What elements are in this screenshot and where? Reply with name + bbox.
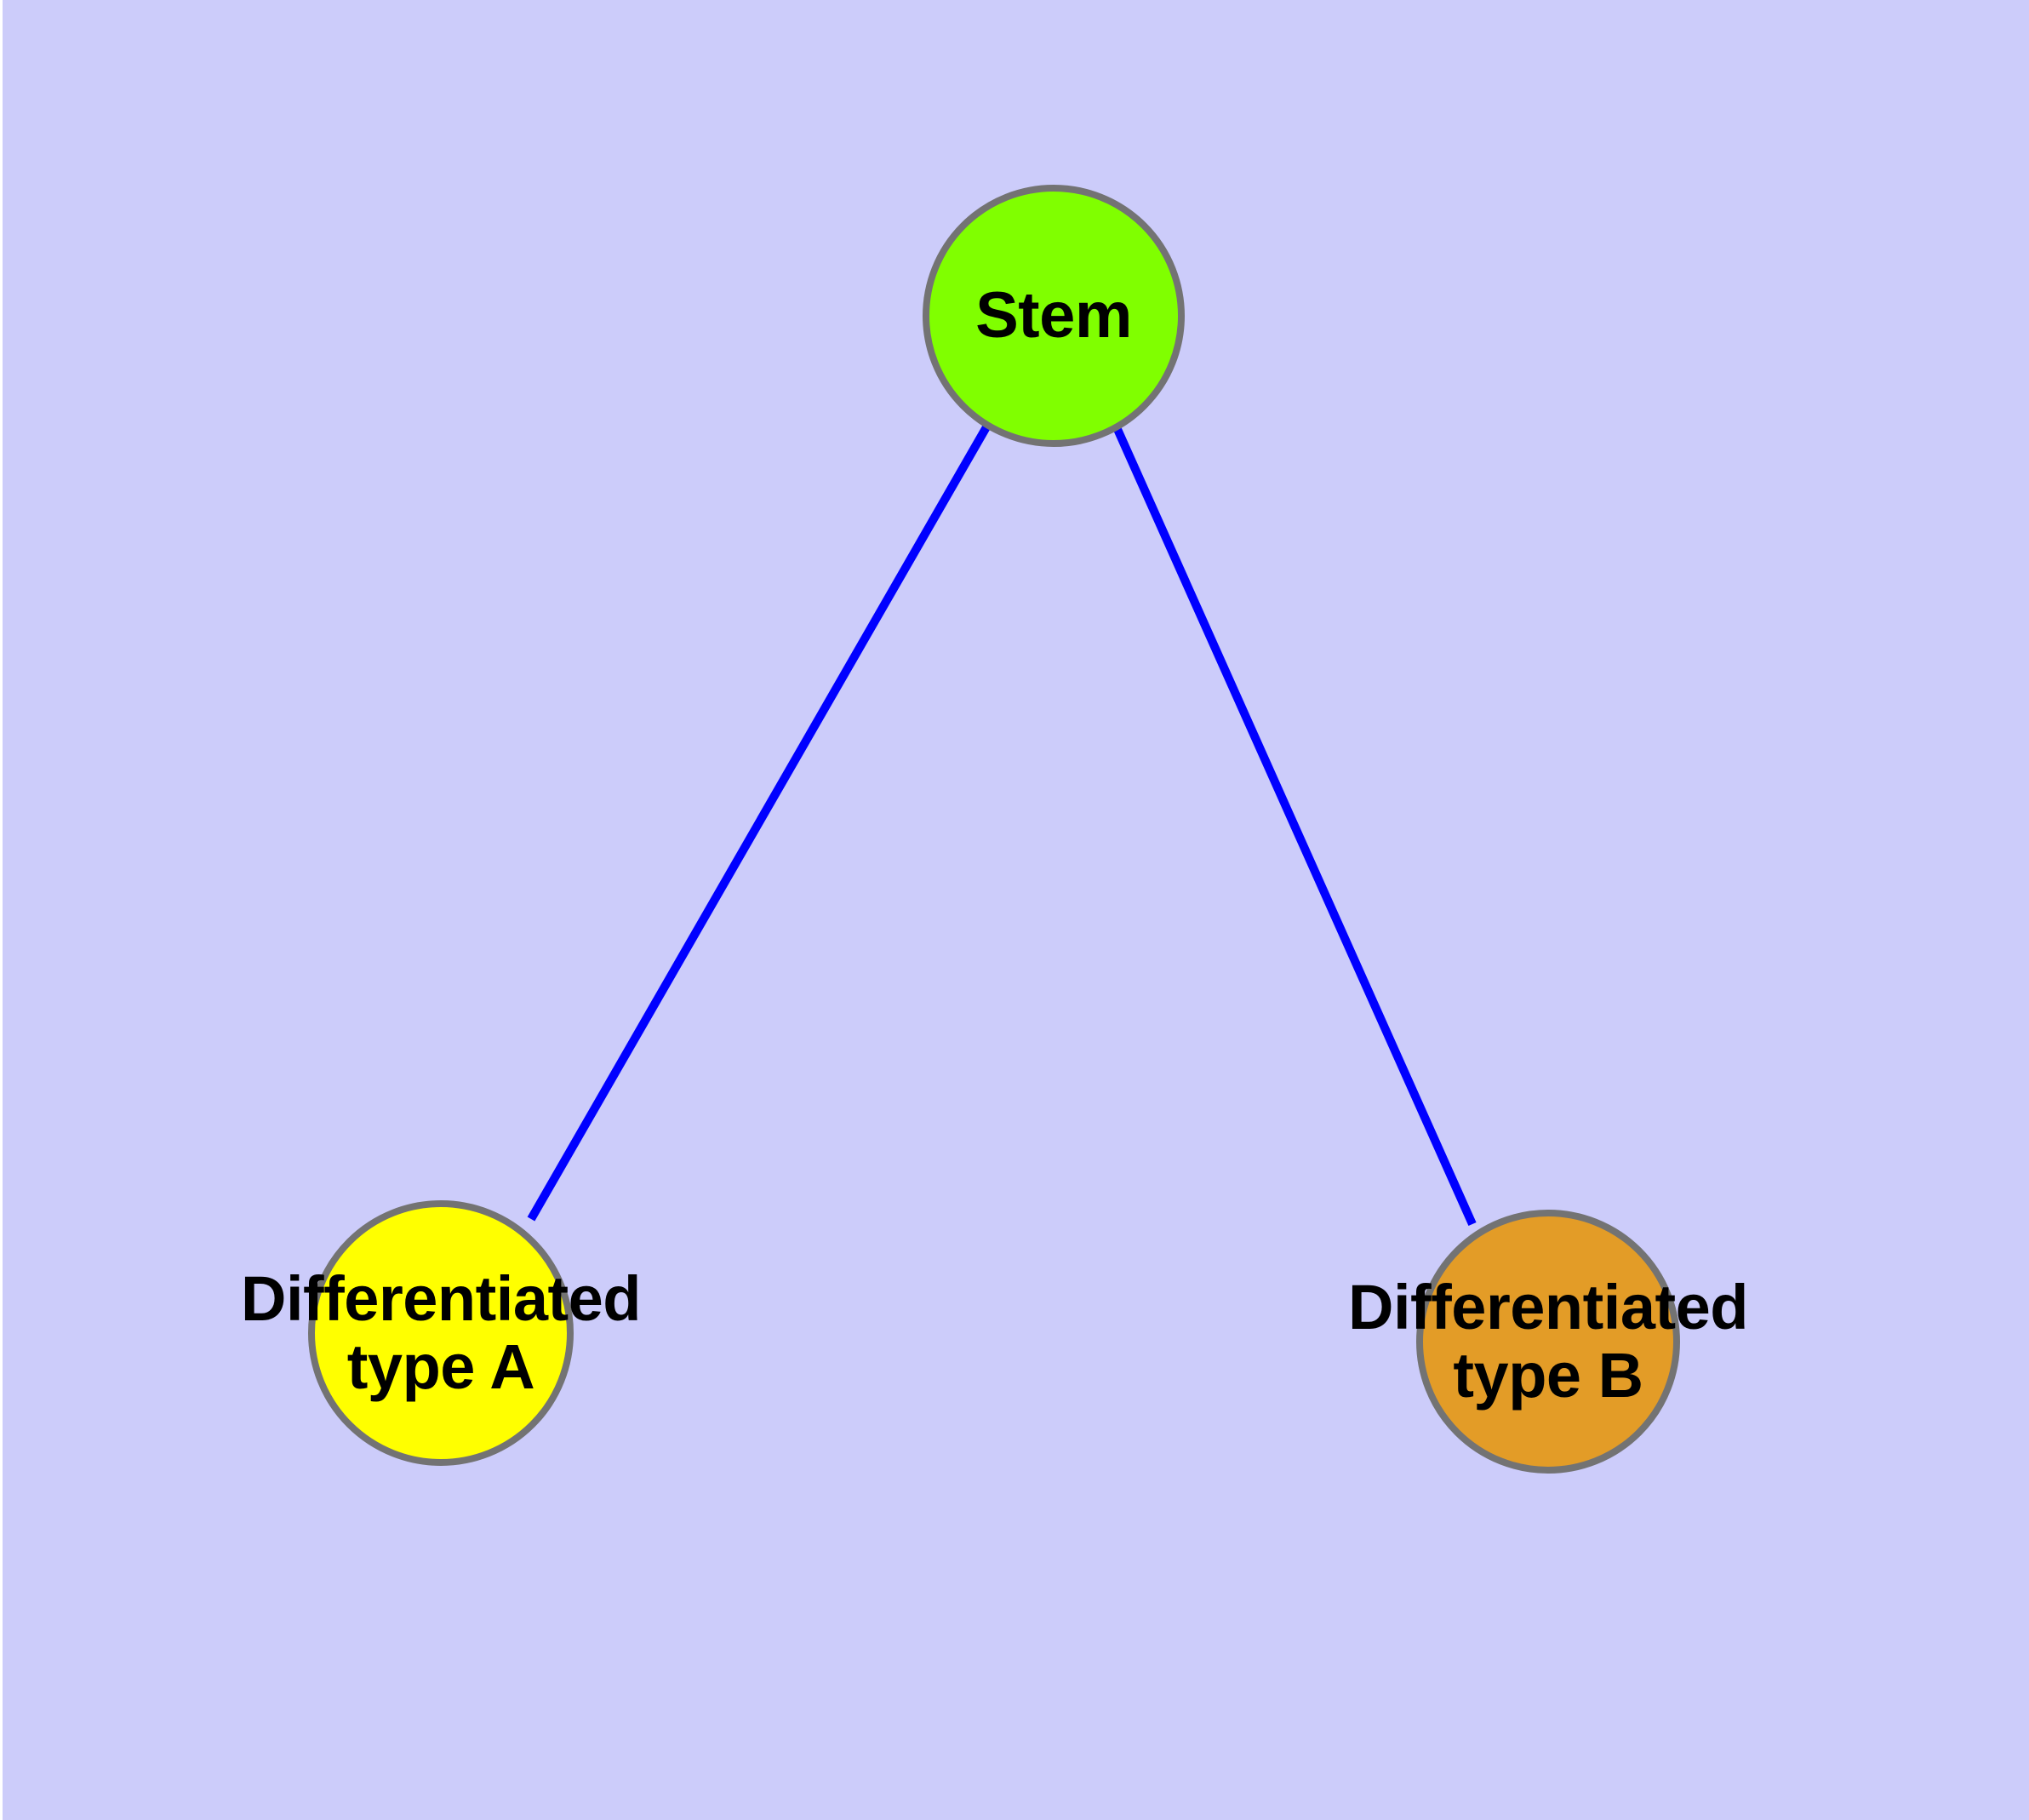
node-stem[interactable] — [923, 185, 1185, 447]
nodes-layer — [308, 185, 1680, 1474]
node-differentiated-type-b[interactable] — [1416, 1210, 1680, 1474]
canvas-left-margin — [0, 0, 3, 1820]
edges-layer — [527, 423, 1477, 1227]
edge-stem-to-differentiated-type-a[interactable] — [527, 423, 992, 1222]
edge-stem-to-differentiated-type-b[interactable] — [1112, 425, 1477, 1227]
node-differentiated-type-a[interactable] — [308, 1200, 574, 1466]
